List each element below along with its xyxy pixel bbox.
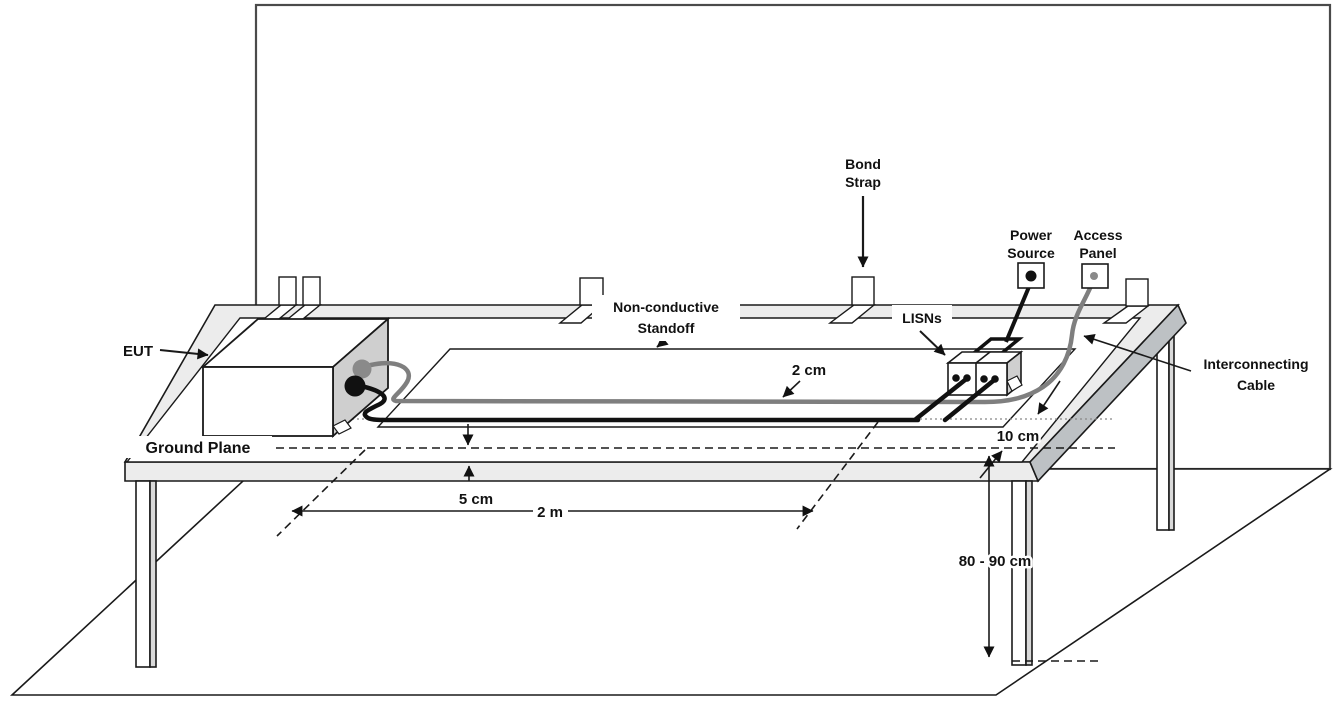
interconnecting-cable-label-line1: Interconnecting <box>1203 356 1308 372</box>
power-lead-cable <box>353 382 921 423</box>
power-source-pin <box>1025 270 1037 282</box>
dim-cable-height: 2 cm <box>792 362 826 379</box>
standoff-label-line2: Standoff <box>638 320 695 336</box>
access-panel-connector <box>1081 263 1109 289</box>
floor <box>9 468 1333 696</box>
dim-cable-length: 2 m <box>537 504 563 521</box>
lisns-label: LISNs <box>902 310 942 326</box>
table-leg-rear-right <box>1156 327 1175 531</box>
standoff-label-bg <box>592 295 740 341</box>
eut-connector-gray <box>352 359 372 379</box>
table-leg-front-left <box>135 480 157 668</box>
ground-plane-label: Ground Plane <box>146 440 251 457</box>
span-start-dashed-line <box>276 449 366 537</box>
eut-arrow <box>159 348 209 360</box>
access-panel-label-line2: Panel <box>1079 245 1116 261</box>
eut-connector-black <box>344 375 366 397</box>
bond-strap-label-line1: Bond <box>845 156 881 172</box>
ground-plane-label-bg <box>126 436 272 458</box>
lisn-ground-tab <box>1006 375 1023 392</box>
access-panel-pin <box>1090 272 1098 280</box>
dim-setback: 10 cm <box>997 428 1040 445</box>
standoff-label-line1: Non-conductive <box>613 299 719 315</box>
bond-strap-mid-left <box>558 277 604 324</box>
interconnecting-cable-arrow <box>1083 334 1192 372</box>
power-source-label-line2: Source <box>1007 245 1055 261</box>
table-right-edge <box>1029 303 1187 483</box>
setback-arrow-upper <box>1037 380 1061 415</box>
interconnecting-cable <box>364 278 1096 405</box>
lisn-leads <box>913 377 996 423</box>
bond-strap-label-line2: Strap <box>845 174 881 190</box>
non-conductive-standoff-sheet <box>376 348 1077 428</box>
power-source-label-line1: Power <box>1010 227 1053 243</box>
eut-ground-tab <box>332 419 352 435</box>
access-panel-label-line1: Access <box>1073 227 1122 243</box>
bond-strap-right <box>1101 278 1151 324</box>
cable-height-arrow <box>782 380 801 398</box>
lisn-terminals <box>952 374 999 383</box>
bond-strap-mid-right <box>827 276 876 324</box>
eut-label: EUT <box>123 343 153 360</box>
table-front-edge <box>124 461 1040 482</box>
eut-box <box>200 317 391 438</box>
lisns-label-bg <box>892 305 952 329</box>
lisns-arrow <box>919 330 946 356</box>
power-source-connector <box>1017 262 1045 289</box>
power-source-cable <box>1004 281 1033 343</box>
table-leg-front-right <box>1011 480 1033 666</box>
dim-standoff-height: 5 cm <box>459 491 493 508</box>
dim-table-height: 80 - 90 cm <box>959 553 1032 570</box>
interconnecting-cable-label-line2: Cable <box>1237 377 1275 393</box>
